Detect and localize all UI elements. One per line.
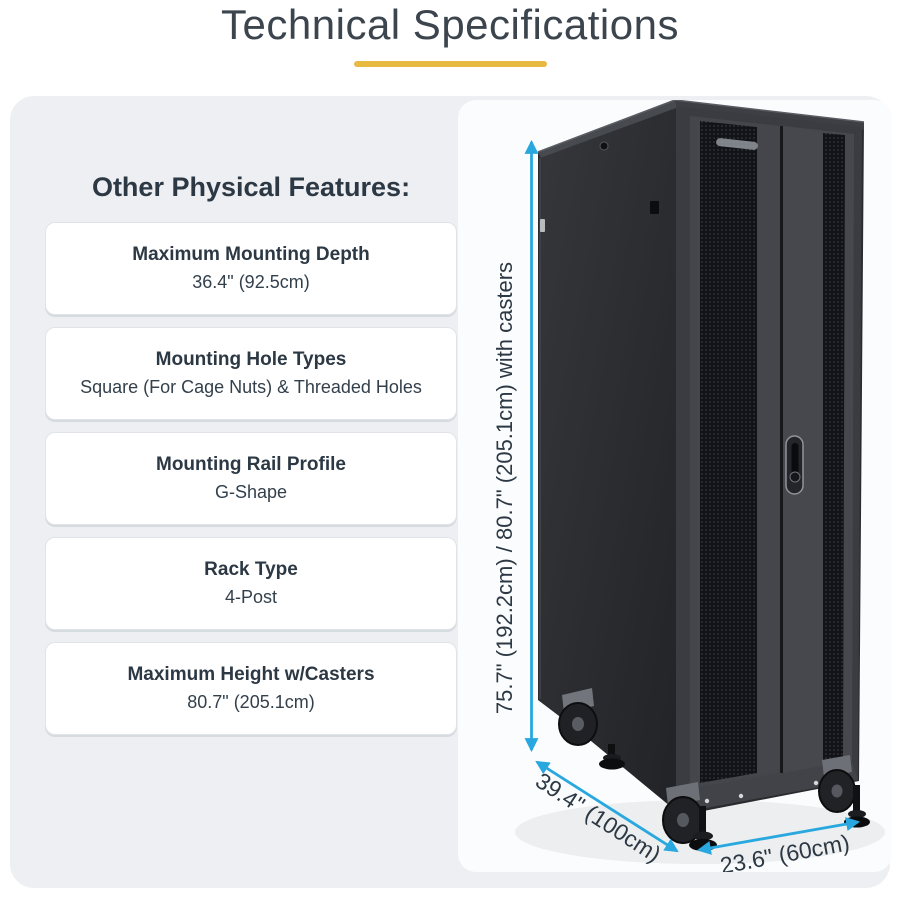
spec-label: Maximum Height w/Casters [127, 663, 375, 685]
caster-hub [831, 784, 843, 798]
page-title: Technical Specifications [221, 1, 679, 48]
front-bottom-rail [690, 761, 858, 811]
leveling-foot-disc [848, 810, 866, 818]
spec-card-rack-type: Rack Type 4-Post [45, 537, 457, 630]
spec-label: Maximum Mounting Depth [132, 243, 370, 265]
width-dimension-arrow [696, 817, 861, 855]
spec-value: 80.7" (205.1cm) [187, 691, 315, 712]
server-rack-cabinet [537, 100, 870, 851]
door-gap-line [780, 126, 783, 773]
rail-screw [813, 780, 819, 786]
spec-value: Square (For Cage Nuts) & Threaded Holes [80, 376, 422, 397]
spec-card-hole-types: Mounting Hole Types Square (For Cage Nut… [45, 327, 457, 420]
front-door-right-mesh [823, 133, 845, 764]
spec-card-mounting-depth: Maximum Mounting Depth 36.4" (92.5cm) [45, 222, 457, 315]
cabinet-top-highlight [537, 100, 865, 153]
spec-value: 36.4" (92.5cm) [192, 271, 310, 292]
door-handle-grip [791, 443, 799, 476]
door-lock [789, 471, 801, 483]
brand-logo-mark [716, 138, 758, 150]
front-door-left-mesh [700, 121, 757, 783]
leveling-foot-stem [608, 744, 615, 758]
height-dimension-label: 75.7" (192.2cm) / 80.7" (205.1cm) with c… [492, 262, 517, 714]
rail-screw [738, 793, 744, 799]
caster-hub [677, 813, 689, 827]
spec-label: Rack Type [204, 558, 298, 580]
cabinet-side-panel [540, 108, 676, 811]
spec-label: Mounting Rail Profile [156, 453, 346, 475]
leveling-foot-stem [699, 806, 706, 834]
spec-value: G-Shape [214, 481, 288, 502]
leveling-foot-stem [853, 785, 860, 811]
depth-dimension-arrow [535, 760, 679, 853]
caster-hub [572, 717, 584, 731]
rack-dimension-diagram: 75.7" (192.2cm) / 80.7" (205.1cm) with c… [492, 100, 885, 872]
spec-card-rail-profile: Mounting Rail Profile G-Shape [45, 432, 457, 525]
side-panel-hinge-mark [540, 219, 545, 232]
cabinet-top-left-edge [538, 100, 677, 160]
spec-card-max-height: Maximum Height w/Casters 80.7" (205.1cm) [45, 642, 457, 735]
side-panel-lock [599, 141, 609, 151]
rail-screw [704, 798, 710, 804]
spec-card-list: Maximum Mounting Depth 36.4" (92.5cm) Mo… [45, 222, 457, 735]
spec-value: 4-Post [224, 586, 278, 607]
spec-label: Mounting Hole Types [155, 348, 347, 370]
leveling-foot-base [599, 758, 625, 770]
title-underline-accent [354, 61, 547, 67]
section-heading: Other Physical Features: [91, 172, 411, 202]
side-panel-latch-cutout [650, 201, 659, 214]
